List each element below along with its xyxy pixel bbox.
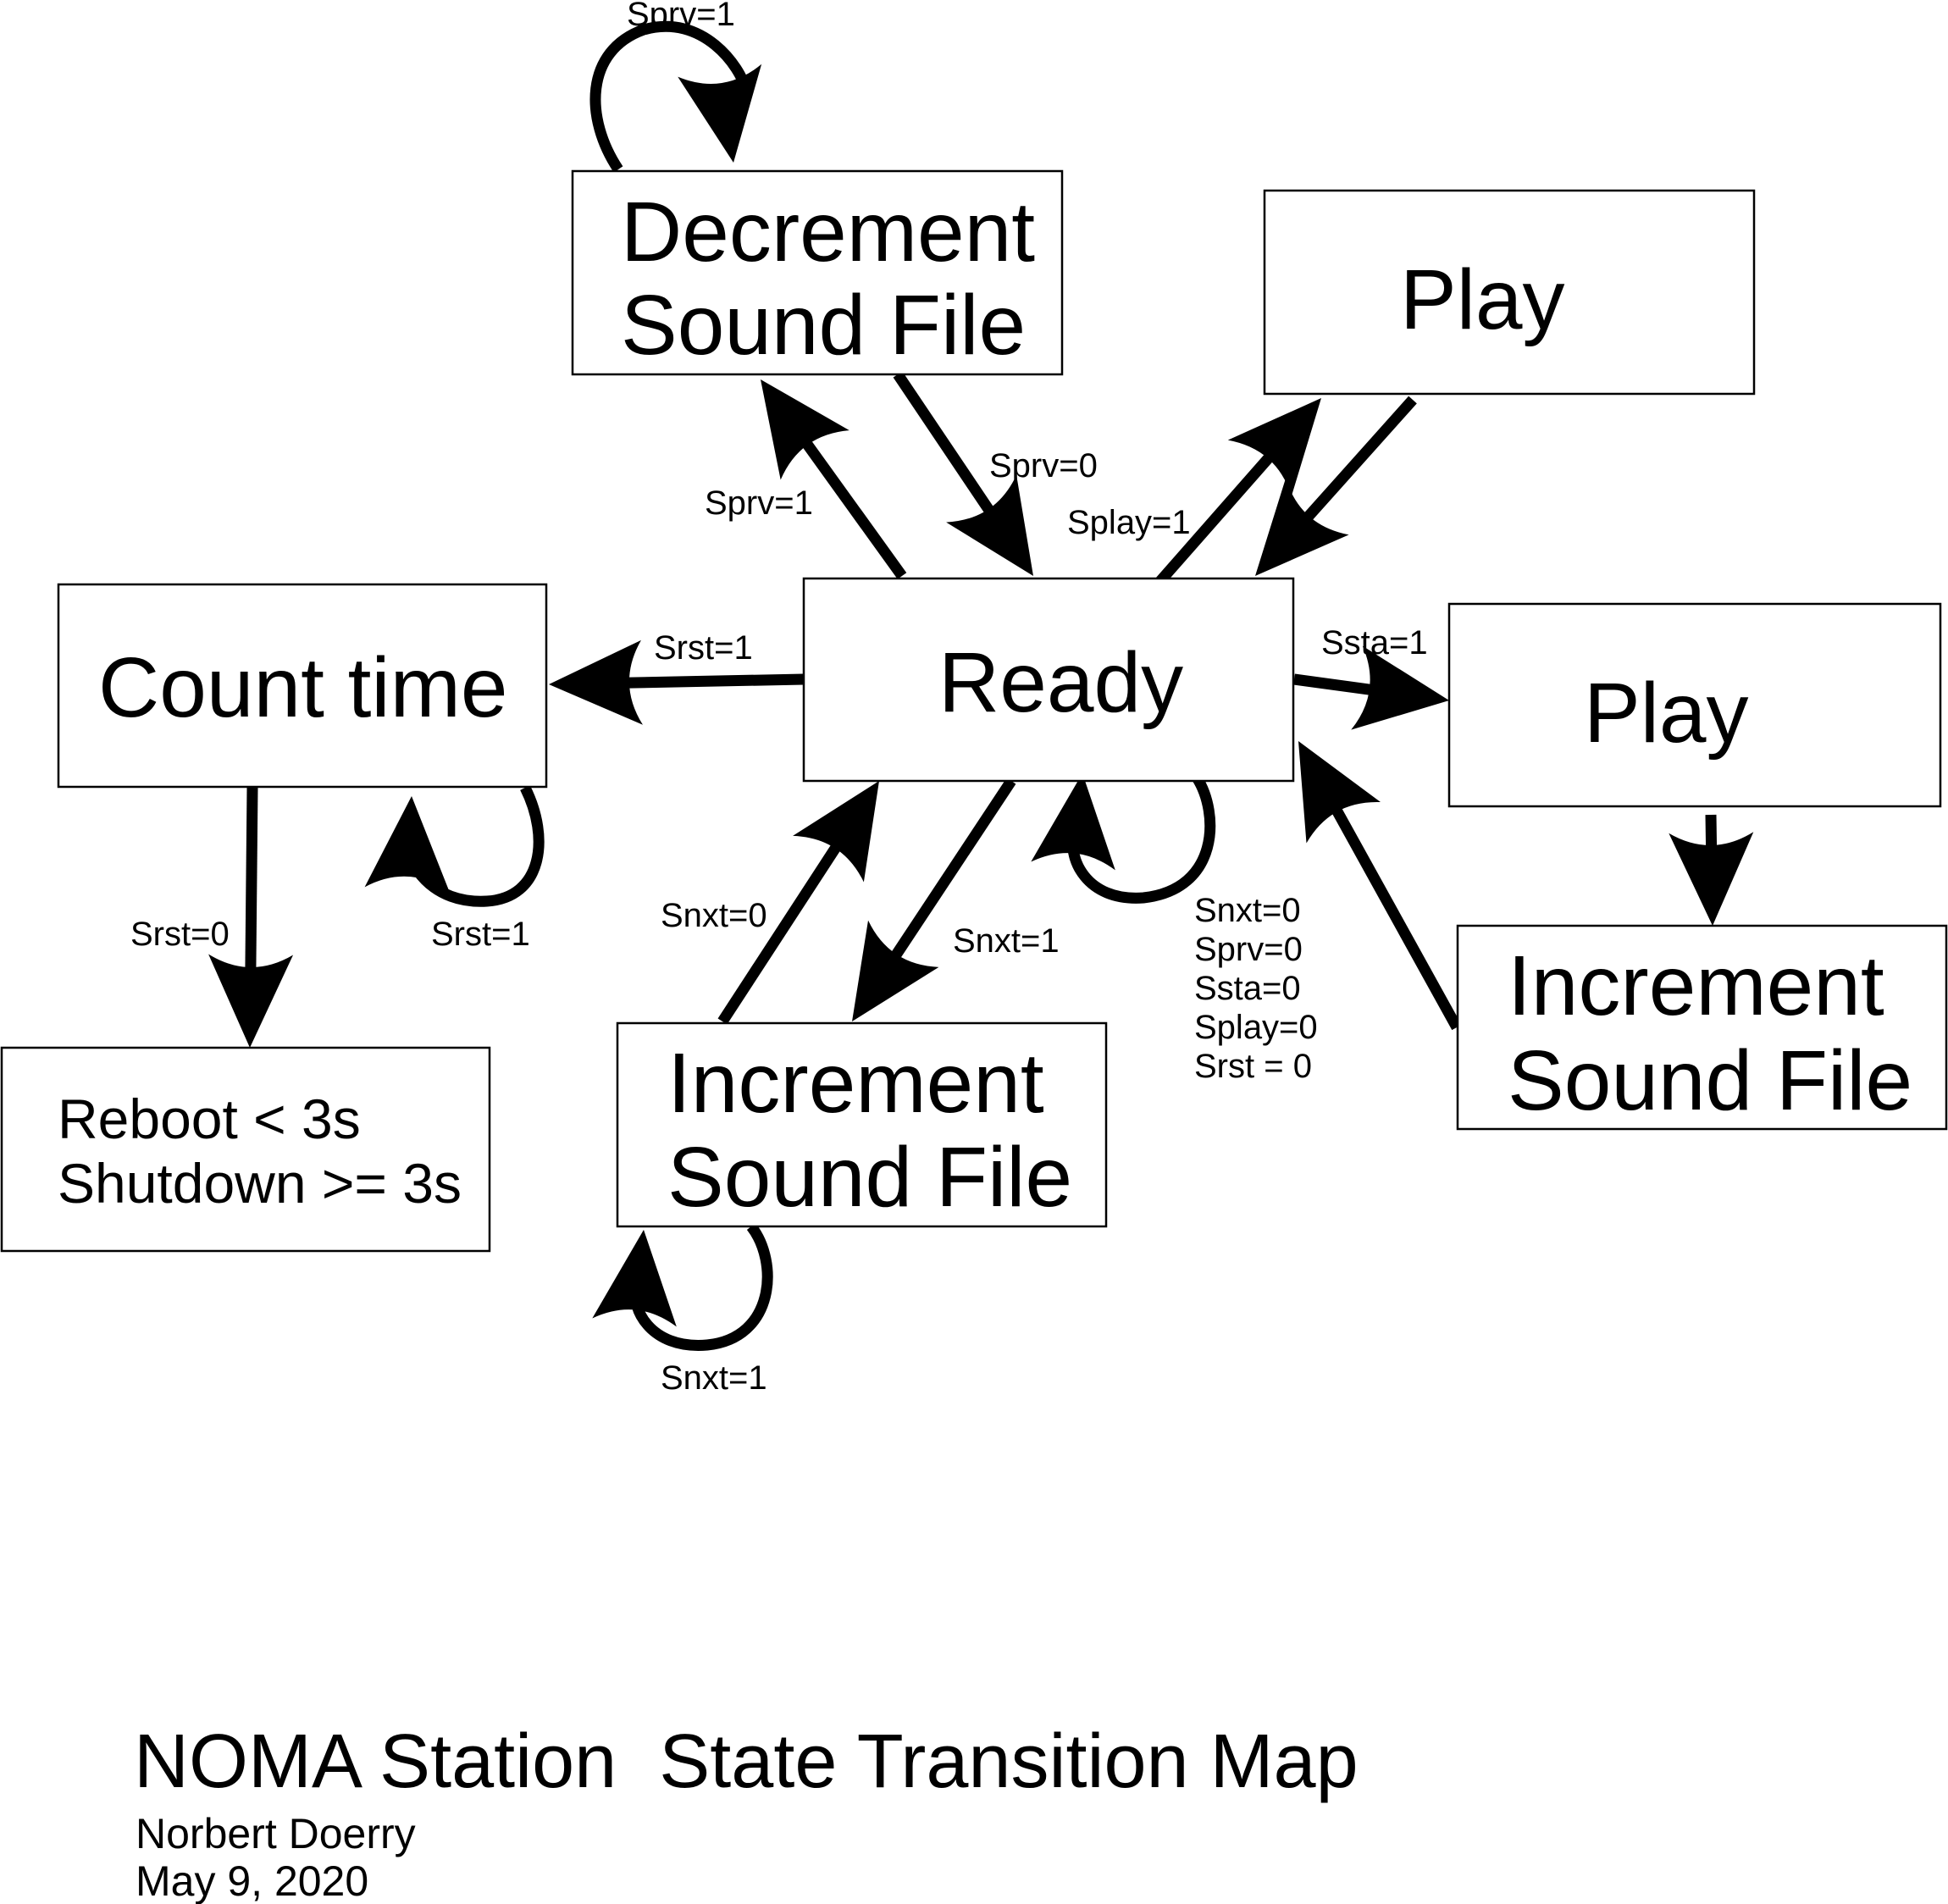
ready-to-count-time-arrowhead bbox=[549, 639, 643, 725]
state-count-time: Count time bbox=[57, 583, 548, 789]
increment-mid-self-loop-arc bbox=[630, 1222, 773, 1351]
decrement-to-ready-arrowhead bbox=[946, 474, 1033, 576]
label-ready-to-play-top: Splay=1 bbox=[1067, 504, 1191, 541]
condition-line: Sprv=0 bbox=[1194, 931, 1303, 968]
state-label-line-2: Sound File bbox=[667, 1130, 1072, 1225]
ready-to-increment-mid-arrowhead bbox=[852, 920, 939, 1021]
state-label-line-2: Sound File bbox=[1508, 1033, 1912, 1128]
decrement-self-loop-arc bbox=[589, 20, 751, 173]
state-ready: Ready bbox=[802, 577, 1295, 783]
count-self-arrowhead bbox=[364, 796, 450, 892]
state-box bbox=[802, 577, 1295, 783]
state-label-line-1: Decrement bbox=[621, 185, 1035, 280]
count-to-reboot-arrowhead bbox=[208, 954, 294, 1048]
state-label-line-2: Sound File bbox=[621, 278, 1026, 373]
ready-to-play-right-arrowhead bbox=[1351, 645, 1449, 730]
ready-self-loop-arc bbox=[1067, 774, 1216, 904]
ready-to-increment-mid-arrow-line bbox=[882, 778, 1016, 972]
increment-mid-to-ready-arrowhead bbox=[793, 781, 879, 883]
condition-line: Ssta=0 bbox=[1194, 970, 1301, 1007]
ready-to-decrement-arrow-line bbox=[793, 428, 907, 579]
state-box bbox=[1447, 602, 1942, 808]
condition-line: Splay=0 bbox=[1194, 1009, 1318, 1046]
state-label: Play bbox=[1584, 666, 1749, 761]
increment-right-to-ready-arrowhead bbox=[1298, 741, 1381, 844]
decrement-self-arrowhead bbox=[678, 64, 762, 163]
increment-mid-to-ready-arrow-line bbox=[717, 831, 849, 1025]
label-count-to-reboot: Srst=0 bbox=[130, 916, 230, 953]
diagram-title: NOMA Station State Transition Map bbox=[134, 1719, 1359, 1804]
ready-to-play-top-arrowhead bbox=[1227, 398, 1321, 496]
label-ready-to-increment-mid: Snxt=1 bbox=[953, 922, 1060, 960]
state-decrement-sound-file: Decrement Sound File bbox=[571, 169, 1064, 376]
play-top-to-ready-arrowhead bbox=[1255, 478, 1349, 576]
ready-to-decrement-arrowhead bbox=[761, 379, 849, 480]
state-box bbox=[0, 1046, 491, 1253]
label-increment-mid-self: Snxt=1 bbox=[661, 1359, 767, 1397]
ready-self-arrowhead bbox=[1031, 773, 1115, 871]
label-increment-mid-to-ready: Snxt=0 bbox=[661, 897, 767, 934]
condition-line: Snxt=0 bbox=[1194, 892, 1301, 929]
state-label-line-1: Increment bbox=[667, 1036, 1044, 1131]
play-top-to-ready-arrow-line bbox=[1293, 396, 1417, 533]
state-increment-sound-file-middle: Increment Sound File bbox=[616, 1021, 1108, 1228]
increment-mid-self-arrowhead bbox=[592, 1230, 677, 1327]
ready-to-play-top-arrow-line bbox=[1156, 442, 1284, 585]
state-play-right: Play bbox=[1447, 602, 1942, 808]
state-box bbox=[616, 1021, 1108, 1228]
label-count-self: Srst=1 bbox=[431, 916, 530, 953]
state-box bbox=[571, 169, 1064, 376]
author: Norbert Doerry bbox=[136, 1810, 416, 1857]
label-ready-self-conditions: Snxt=0 Sprv=0 Ssta=0 Splay=0 Srst = 0 bbox=[1194, 892, 1318, 1085]
label-ready-to-count-time: Srst=1 bbox=[654, 629, 753, 667]
state-play-top: Play bbox=[1263, 189, 1756, 396]
state-label: Count time bbox=[98, 640, 508, 735]
decrement-to-ready-arrow-line bbox=[893, 371, 1003, 527]
label-decrement-to-ready: Sprv=0 bbox=[989, 447, 1098, 484]
state-label-line-1: Reboot < 3s bbox=[58, 1088, 361, 1150]
play-right-to-increment-arrowhead bbox=[1669, 832, 1754, 926]
condition-line: Srst = 0 bbox=[1194, 1048, 1312, 1085]
state-box bbox=[57, 583, 548, 789]
state-label: Play bbox=[1400, 252, 1565, 347]
state-label-line-2: Shutdown >= 3s bbox=[58, 1152, 462, 1215]
date: May 9, 2020 bbox=[136, 1857, 368, 1904]
transition-arrows bbox=[208, 20, 1754, 1351]
state-box bbox=[1456, 924, 1948, 1131]
label-ready-to-play-right: Ssta=1 bbox=[1321, 624, 1428, 661]
state-label: Ready bbox=[938, 635, 1183, 730]
state-label-line-1: Increment bbox=[1508, 938, 1884, 1033]
increment-right-to-ready-arrow-line bbox=[1324, 794, 1462, 1031]
state-box bbox=[1263, 189, 1756, 396]
transition-labels: Sprv=1 Sprv=1 Sprv=0 Splay=1 Srst=1 Ssta… bbox=[130, 0, 1428, 1397]
state-increment-sound-file-right: Increment Sound File bbox=[1456, 924, 1948, 1131]
label-decrement-self: Sprv=1 bbox=[627, 0, 735, 33]
state-reboot-shutdown: Reboot < 3s Shutdown >= 3s bbox=[0, 1046, 491, 1253]
ready-to-count-time-arrow-line bbox=[612, 673, 805, 689]
label-ready-to-decrement: Sprv=1 bbox=[705, 484, 813, 522]
title-block: NOMA Station State Transition Map Norber… bbox=[134, 1719, 1359, 1904]
count-to-reboot-arrow-line bbox=[245, 787, 258, 985]
